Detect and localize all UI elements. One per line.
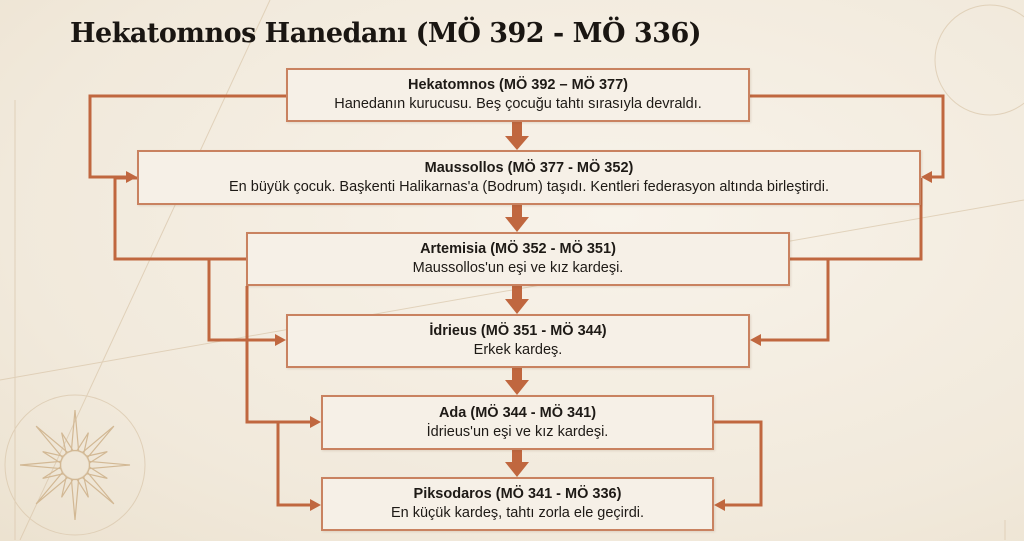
sun-ray	[86, 466, 108, 479]
ruler-name: İdrieus (MÖ 351 - MÖ 344)	[429, 323, 607, 339]
ruler-box-artemisia: Artemisia (MÖ 352 - MÖ 351) Maussollos'u…	[246, 232, 790, 286]
sun-ray	[76, 476, 89, 498]
arrow-right-icon	[310, 416, 321, 428]
ruler-name: Hekatomnos (MÖ 392 – MÖ 377)	[408, 77, 628, 93]
ruler-description: İdrieus'un eşi ve kız kardeşi.	[426, 423, 609, 440]
arrow-right-icon	[126, 171, 137, 183]
ruler-name: Artemisia (MÖ 352 - MÖ 351)	[420, 241, 616, 257]
sun-ray	[88, 460, 131, 470]
sun-ray	[81, 425, 115, 459]
down-arrow-icon	[505, 122, 529, 150]
connector-line	[207, 259, 279, 342]
succession-connectors	[88, 94, 945, 507]
down-arrow-icon	[505, 368, 529, 395]
sun-ray	[35, 425, 69, 459]
ruler-description: En büyük çocuk. Başkenti Halikarnas'a (B…	[229, 178, 829, 195]
ruler-box-ada: Ada (MÖ 344 - MÖ 341) İdrieus'un eşi ve …	[321, 395, 714, 450]
sun-ray	[70, 409, 80, 452]
sun-ray	[76, 432, 89, 454]
sun-ray	[42, 466, 64, 479]
arrow-left-icon	[921, 171, 932, 183]
ruler-box-piksodaros: Piksodaros (MÖ 341 - MÖ 336) En küçük ka…	[321, 477, 714, 531]
sun-ray	[42, 451, 64, 464]
ruler-box-idrieus: İdrieus (MÖ 351 - MÖ 344) Erkek kardeş.	[286, 314, 750, 368]
ruler-description: En küçük kardeş, tahtı zorla ele geçirdi…	[390, 505, 645, 521]
sun-ray	[70, 478, 80, 521]
sun-ray	[61, 476, 74, 498]
arrow-left-icon	[750, 334, 761, 346]
sun-ray	[81, 471, 115, 505]
arrow-left-icon	[714, 499, 725, 511]
arrow-right-icon	[310, 499, 321, 511]
connector-line	[757, 257, 830, 342]
down-arrow-icon	[505, 205, 529, 232]
sun-ray	[86, 451, 108, 464]
page-title: Hekatomnos Hanedanı (MÖ 392 - MÖ 336)	[70, 18, 702, 49]
ruler-description: Hanedanın kurucusu. Beş çocuğu tahtı sır…	[334, 96, 702, 112]
ruler-description: Erkek kardeş.	[473, 342, 563, 358]
connector-line	[750, 94, 945, 179]
down-arrow-icon	[505, 450, 529, 477]
connector-line	[714, 420, 763, 507]
sun-ray	[35, 471, 69, 505]
arrowheads	[126, 122, 932, 511]
ruler-description: Maussollos'un eşi ve kız kardeşi.	[412, 260, 624, 276]
sun-ray	[61, 432, 74, 454]
connector-line	[88, 94, 286, 179]
arrow-right-icon	[275, 334, 286, 346]
ruler-name: Maussollos (MÖ 377 - MÖ 352)	[424, 159, 634, 176]
ruler-name: Ada (MÖ 344 - MÖ 341)	[438, 404, 597, 421]
connector-line	[245, 286, 314, 424]
ruler-name: Piksodaros (MÖ 341 - MÖ 336)	[413, 486, 622, 502]
down-arrow-icon	[505, 286, 529, 314]
connector-line	[276, 422, 314, 507]
ruler-box-maussollos: Maussollos (MÖ 377 - MÖ 352) En büyük ço…	[137, 150, 921, 205]
sun-emblem-icon	[19, 409, 131, 521]
ruler-box-hekatomnos: Hekatomnos (MÖ 392 – MÖ 377) Hanedanın k…	[286, 68, 750, 122]
connector-line	[790, 178, 923, 261]
sun-ray	[19, 460, 62, 470]
